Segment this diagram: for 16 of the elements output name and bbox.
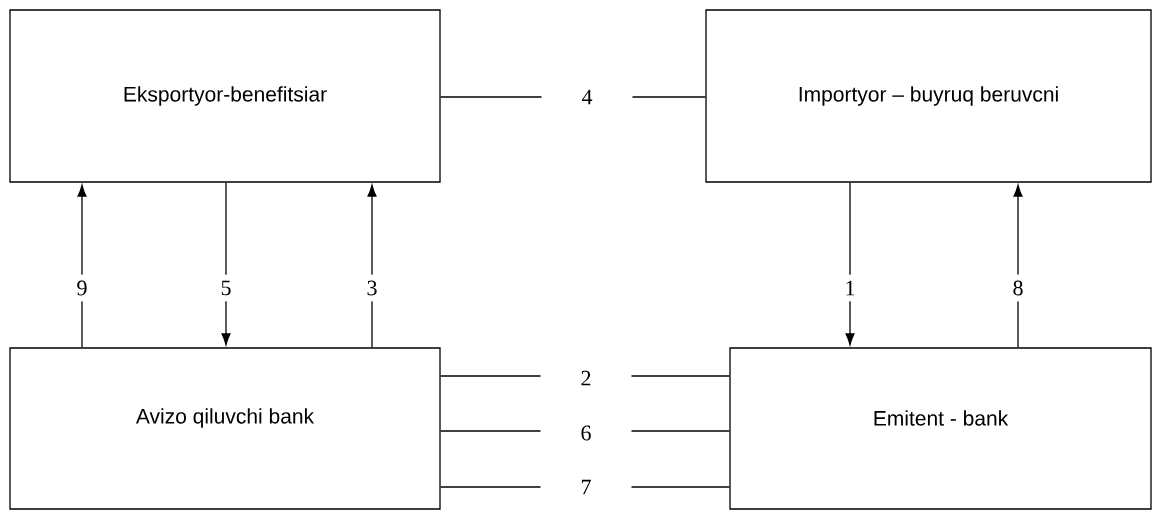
process-box: Emitent - bank	[729, 347, 1152, 510]
arrow	[77, 184, 87, 348]
arrow	[1013, 184, 1023, 348]
process-box: Eksportyor-benefitsiar	[9, 9, 441, 183]
edge-label: 7	[540, 477, 632, 497]
edge-label: 8	[1009, 274, 1027, 302]
edge-label: 6	[540, 423, 632, 443]
edge-label: 3	[363, 274, 381, 302]
process-box: Importyor – buyruq beruvcni	[705, 9, 1152, 183]
edge-label: 4	[541, 87, 633, 107]
arrow	[367, 184, 377, 348]
edge-label: 2	[540, 368, 632, 388]
edge-label: 9	[73, 274, 91, 302]
edge-label: 1	[841, 274, 859, 302]
edge-label: 5	[217, 274, 235, 302]
process-box: Avizo qiluvchi bank	[9, 347, 441, 510]
